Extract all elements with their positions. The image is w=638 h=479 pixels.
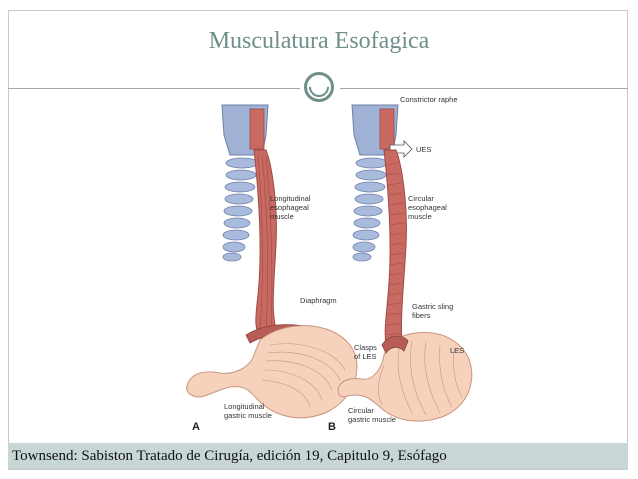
- label-longitudinal-gastric-1: Longitudinal: [224, 402, 265, 411]
- panel-a-illustration: A Longitudinal esophageal muscle Diaphra…: [186, 104, 358, 433]
- label-circular-esophageal-1: Circular: [408, 194, 434, 203]
- divider-right: [340, 88, 628, 89]
- label-clasps-2: of LES: [354, 352, 377, 361]
- label-circular-gastric-1: Circular: [348, 406, 374, 415]
- label-les: LES: [450, 346, 464, 355]
- label-constrictor-raphe: Constrictor raphe: [400, 95, 458, 104]
- label-clasps-1: Clasps: [354, 343, 377, 352]
- label-gastric-sling-1: Gastric sling: [412, 302, 453, 311]
- label-longitudinal-esophageal-1: Longitudinal: [270, 194, 311, 203]
- label-diaphragm: Diaphragm: [300, 296, 337, 305]
- label-longitudinal-esophageal-3: muscle: [270, 212, 294, 221]
- label-circular-gastric-2: gastric muscle: [348, 415, 396, 424]
- panel-b-letter: B: [328, 421, 336, 433]
- ring-ornament-icon: [304, 72, 334, 102]
- panel-a-letter: A: [192, 421, 200, 433]
- esophagus-anatomy-figure: A Longitudinal esophageal muscle Diaphra…: [186, 95, 473, 433]
- panel-b-illustration: B Constrictor raphe UES Circular esophag…: [328, 95, 473, 433]
- label-longitudinal-gastric-2: gastric muscle: [224, 411, 272, 420]
- label-gastric-sling-2: fibers: [412, 311, 431, 320]
- label-circular-esophageal-3: muscle: [408, 212, 432, 221]
- label-longitudinal-esophageal-2: esophageal: [270, 203, 309, 212]
- label-circular-esophageal-2: esophageal: [408, 203, 447, 212]
- divider-left: [8, 88, 300, 89]
- slide-frame: [8, 10, 628, 470]
- slide-title: Musculatura Esofagica: [208, 28, 430, 54]
- label-ues: UES: [416, 145, 431, 154]
- source-caption: Townsend: Sabiston Tratado de Cirugía, e…: [8, 443, 628, 469]
